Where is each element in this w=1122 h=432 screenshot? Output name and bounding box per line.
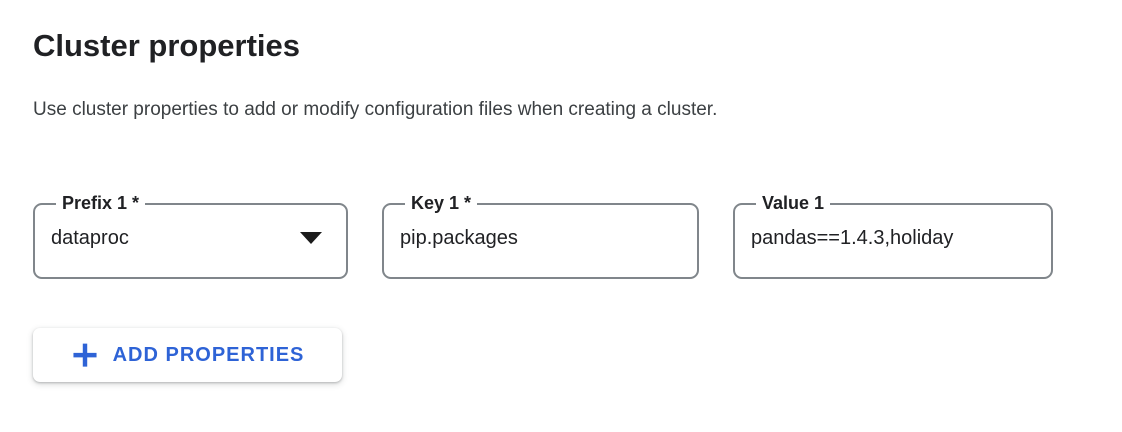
prefix-select-value: dataproc bbox=[51, 226, 129, 249]
key-field-label: Key 1 * bbox=[411, 193, 472, 213]
value-field: Value 1 bbox=[733, 194, 1053, 279]
add-properties-button[interactable]: ADD PROPERTIES bbox=[33, 328, 342, 382]
page-description: Use cluster properties to add or modify … bbox=[33, 99, 718, 120]
key-input[interactable] bbox=[400, 226, 683, 250]
key-field: Key 1 * bbox=[382, 194, 699, 279]
prefix-field: Prefix 1 * dataproc bbox=[33, 194, 348, 279]
add-properties-label: ADD PROPERTIES bbox=[112, 343, 305, 366]
value-field-label: Value 1 bbox=[762, 193, 825, 213]
cluster-properties-section: Cluster properties Use cluster propertie… bbox=[33, 28, 1122, 382]
plus-icon bbox=[73, 343, 97, 367]
prefix-field-label: Prefix 1 * bbox=[62, 193, 140, 213]
value-input[interactable] bbox=[751, 226, 1037, 250]
page-title: Cluster properties bbox=[33, 28, 301, 63]
prefix-select[interactable]: dataproc bbox=[51, 227, 332, 250]
property-row-1: Prefix 1 * dataproc Key 1 * Value 1 bbox=[33, 194, 1122, 279]
caret-down-icon[interactable] bbox=[300, 232, 322, 244]
